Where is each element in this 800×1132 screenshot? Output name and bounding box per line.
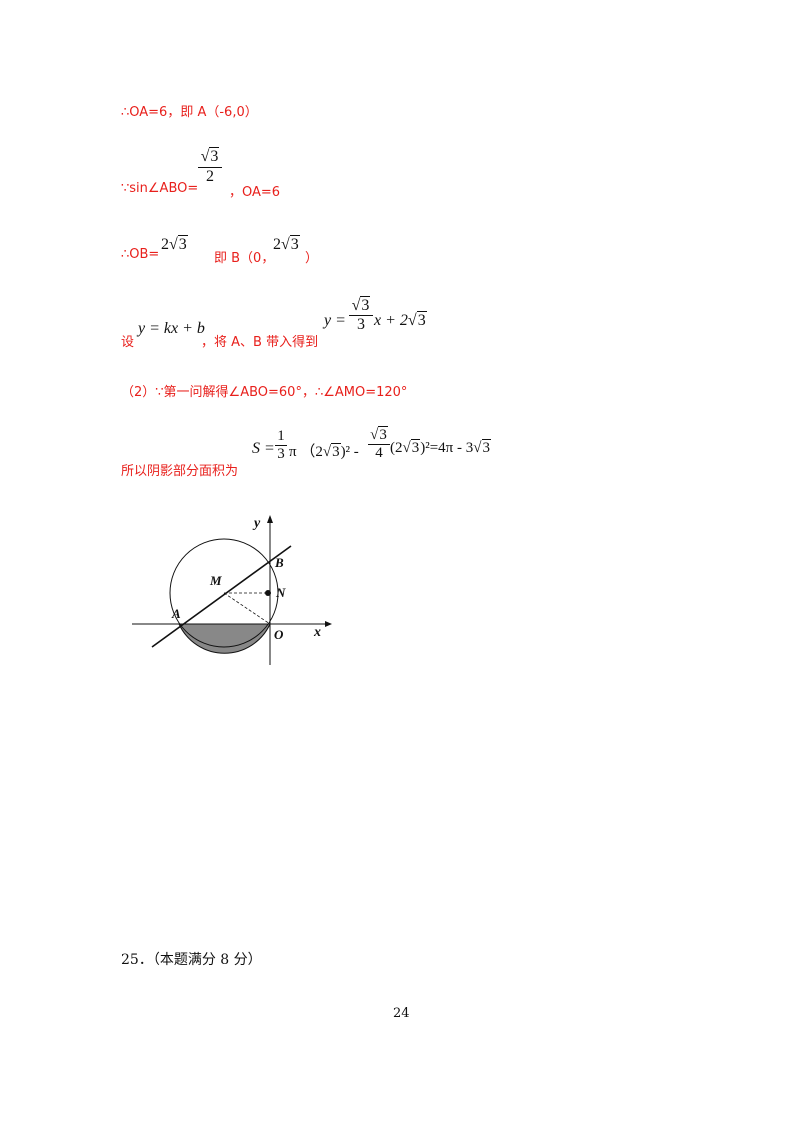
line-ab (151, 545, 292, 648)
label-m: M (209, 573, 222, 588)
shaded-segment (178, 623, 271, 654)
fraction-denominator: 2 (206, 168, 214, 185)
sqrt3-4-num: 3 (378, 426, 388, 443)
open-2: (2 (390, 440, 403, 456)
fraction-sqrt3-over-2: √3 2 (198, 147, 222, 186)
fraction-numerator: 3 (209, 147, 220, 165)
line-shaded-area: 所以阴影部分面积为 (121, 464, 239, 479)
question-heading: 25．（本题满分 8 分） (121, 952, 262, 968)
radicand-2: 3 (410, 439, 421, 456)
result-y: y = (324, 312, 346, 329)
label-b: B (274, 555, 284, 570)
geometry-figure: y x B M N A O (132, 515, 332, 665)
b-radicand: 3 (289, 235, 300, 253)
line-sin-prefix: ∵sin∠ABO= (121, 181, 199, 196)
label-n: N (275, 585, 286, 600)
line-set-prefix: 设 (121, 335, 135, 350)
line-oa: ∴OA=6，即 A（-6,0） (121, 105, 258, 120)
linear-equation: y = kx + b (138, 320, 205, 337)
result-fraction: √3 3 (349, 296, 373, 334)
area-S: S = (252, 440, 275, 457)
radicand-1: 3 (331, 443, 341, 460)
radicand-3: 3 (481, 439, 491, 456)
b-coef: 2 (273, 236, 281, 253)
line-part2: （2）∵第一问解得∠ABO=60°，∴∠AMO=120° (121, 385, 408, 400)
line-b-end: ） (305, 251, 319, 266)
result-radicand: 3 (416, 311, 427, 329)
line-substitute: ，将 A、B 带入得到 (201, 335, 319, 350)
result-x: x + 2 (374, 312, 408, 329)
label-o: O (274, 627, 284, 642)
label-y: y (252, 516, 261, 531)
result-tail: x + 2√3 (374, 311, 427, 329)
result-numerator: 3 (360, 296, 371, 314)
result-denominator: 3 (357, 316, 365, 333)
sqrt3-4-den: 4 (375, 445, 383, 461)
line-sin-suffix: ，OA=6 (229, 185, 281, 200)
one-third-den: 3 (277, 446, 285, 462)
area-result: )²=4π - 3 (420, 440, 474, 456)
y-axis-arrow (267, 515, 273, 523)
dashed-mo (223, 592, 271, 625)
label-a: A (171, 606, 181, 621)
area-term1: π （2√3)² - (289, 443, 359, 460)
page-number: 24 (393, 1006, 410, 1021)
fraction-one-third: 1 3 (275, 428, 287, 463)
line-b-mid: 即 B（0， (214, 251, 275, 266)
square-minus: )² - (340, 444, 359, 460)
one-third-num: 1 (275, 428, 287, 446)
ob-value: 2√3 (161, 235, 188, 253)
fraction-sqrt3-over-4: √3 4 (368, 426, 390, 462)
line-ob-prefix: ∴OB= (121, 247, 160, 262)
ob-coef: 2 (161, 236, 169, 253)
b-value: 2√3 (273, 235, 300, 253)
circle-m (169, 538, 279, 648)
ob-radicand: 3 (177, 235, 188, 253)
x-axis-arrow (325, 621, 332, 627)
pi-open: π （2 (289, 444, 323, 460)
label-x: x (313, 625, 321, 640)
point-n (265, 590, 271, 596)
area-term2: (2√3)²=4π - 3√3 (390, 439, 491, 456)
